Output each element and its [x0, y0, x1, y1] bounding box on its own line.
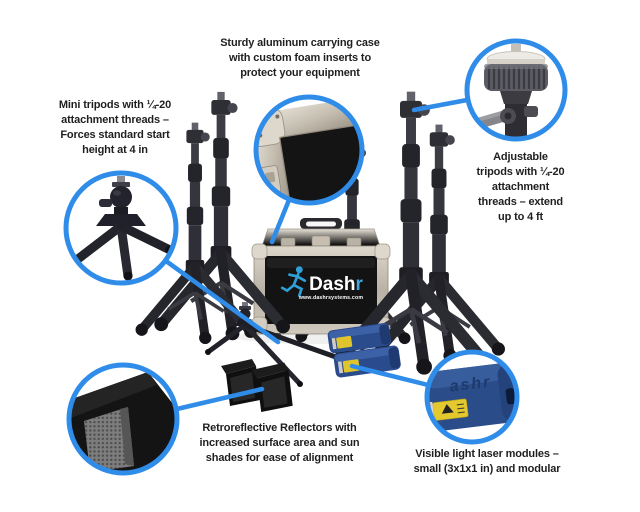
callout-line-mini-tripod [163, 258, 281, 345]
carrying-case: Dashr www.dashrsystems.com [234, 218, 406, 344]
reflectors [221, 359, 293, 412]
annotation-laser-modules: Visible light laser modules – small (3x1… [413, 448, 561, 475]
case-logo-text: Dashr [309, 274, 363, 295]
callout-lines [163, 97, 470, 412]
module-embossed-text: ashr [449, 374, 493, 396]
callout-line-tripod-head [411, 97, 470, 113]
callout-circle-reflector [66, 362, 180, 476]
annotation-adjustable-tripods: Adjustable tripods with ¼-20 attachment … [476, 151, 565, 223]
annotation-reflectors: Retroreflective Reflectors with increase… [199, 422, 360, 464]
callout-circle-tripod-head [464, 38, 568, 142]
callout-line-laser [349, 363, 431, 388]
callout-line-case [269, 197, 292, 245]
callout-circle-laser: ashr [424, 349, 520, 445]
runner-icon [280, 266, 307, 297]
callout-circle-mini-tripod [63, 170, 179, 286]
callout-line-reflector [174, 386, 265, 412]
annotation-carrying-case: Sturdy aluminum carrying case with custo… [220, 37, 380, 79]
dashr-logo: Dashr www.dashrsystems.com [280, 266, 364, 301]
case-website-text: www.dashrsystems.com [298, 295, 364, 301]
annotation-mini-tripods: Mini tripods with ¼-20 attachment thread… [58, 99, 172, 156]
callout-circle-case-corner [253, 94, 365, 206]
